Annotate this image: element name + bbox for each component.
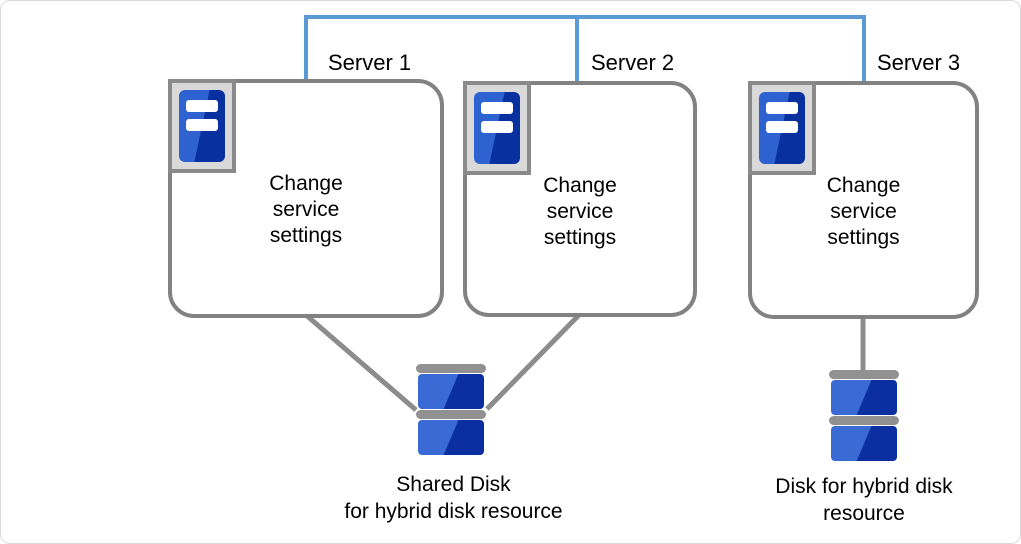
disk-platter xyxy=(831,426,897,461)
server-slot-bar xyxy=(186,100,218,112)
server-slot-bar xyxy=(186,119,218,131)
server-1-icon xyxy=(168,79,236,173)
server-2-label: Server 2 xyxy=(591,50,675,75)
disk-cap xyxy=(416,364,486,373)
server-slot-bar xyxy=(766,102,798,114)
server-2-task-text: Change service settings xyxy=(543,174,617,249)
server-3-icon xyxy=(748,81,816,175)
hybrid-disk-caption: Disk for hybrid disk resource xyxy=(775,475,953,525)
server-slot-bar xyxy=(481,121,513,133)
server-tower-icon xyxy=(179,90,225,162)
disk-platter xyxy=(418,420,484,455)
server-1-label: Server 1 xyxy=(328,50,412,75)
shared-disk-icon xyxy=(416,364,486,456)
server-2-box: Change service settings xyxy=(463,81,697,317)
server-slot-bar xyxy=(766,121,798,133)
server-1-task-text: Change service settings xyxy=(269,172,343,247)
disk-platter xyxy=(418,374,484,409)
shared-disk-caption: Shared Disk for hybrid disk resource xyxy=(344,473,563,523)
server-slot-bar xyxy=(481,102,513,114)
disk-platter xyxy=(831,380,897,415)
disk-divider xyxy=(829,416,899,425)
disk-divider xyxy=(416,410,486,419)
server-1-box: Change service settings xyxy=(168,79,444,318)
server-3-label: Server 3 xyxy=(877,50,961,75)
hybrid-disk-icon xyxy=(829,370,899,462)
disk-connector-line xyxy=(304,313,866,412)
server-2-icon xyxy=(463,81,531,175)
server-tower-icon xyxy=(759,92,805,164)
server-3-box: Change service settings xyxy=(748,81,979,319)
disk-cap xyxy=(829,370,899,379)
network-interconnect-line xyxy=(304,15,866,81)
server-tower-icon xyxy=(474,92,520,164)
server-3-task-text: Change service settings xyxy=(826,174,901,249)
